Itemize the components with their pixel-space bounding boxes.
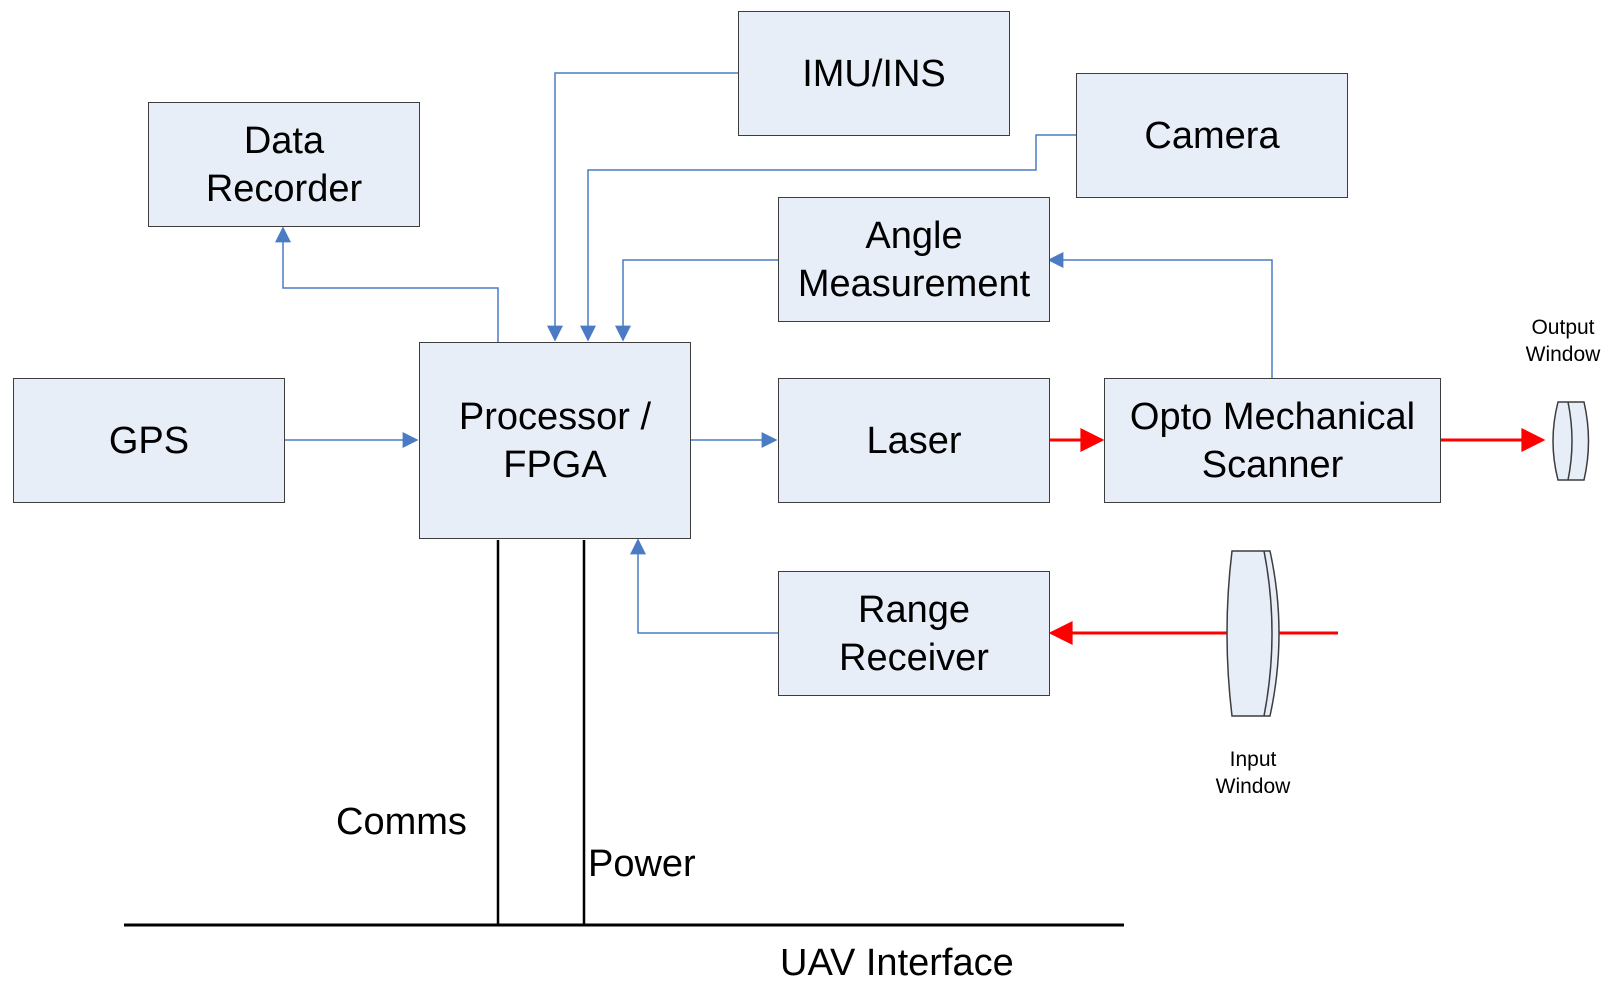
laser-block: Laser (778, 378, 1050, 503)
receiver-to-processor-line (630, 538, 778, 634)
data-recorder-label: Data Recorder (205, 119, 363, 210)
processor-fpga-block: Processor / FPGA (419, 342, 691, 539)
input-window-lens-icon (1226, 550, 1280, 717)
camera-to-processor-line (580, 134, 1076, 342)
power-label: Power (588, 843, 696, 885)
angle-measurement-block: Angle Measurement (778, 197, 1050, 322)
uav-interface-label: UAV Interface (780, 942, 1014, 984)
processor-to-recorder-line (275, 226, 499, 342)
imu-ins-block: IMU/INS (738, 11, 1010, 136)
gps-block: GPS (13, 378, 285, 503)
camera-block: Camera (1076, 73, 1348, 198)
input-window-label: Input Window (1215, 748, 1291, 798)
camera-label: Camera (1144, 114, 1280, 157)
laser-label: Laser (866, 419, 962, 462)
opto-mechanical-scanner-block: Opto Mechanical Scanner (1104, 378, 1441, 503)
output-window-lens-icon (1552, 401, 1590, 481)
gps-label: GPS (108, 419, 190, 462)
imu-ins-label: IMU/INS (802, 52, 946, 95)
scanner-to-angle-line (1047, 252, 1273, 378)
angle-to-processor-line (615, 259, 778, 342)
output-window-label: Output Window (1525, 316, 1601, 366)
opto-mechanical-scanner-label: Opto Mechanical Scanner (1129, 395, 1416, 486)
comms-label: Comms (336, 801, 467, 843)
range-receiver-label: Range Receiver (839, 588, 989, 679)
processor-fpga-label: Processor / FPGA (458, 395, 652, 486)
imu-to-processor-line (547, 72, 738, 342)
range-receiver-block: Range Receiver (778, 571, 1050, 696)
data-recorder-block: Data Recorder (148, 102, 420, 227)
angle-measurement-label: Angle Measurement (797, 214, 1031, 305)
